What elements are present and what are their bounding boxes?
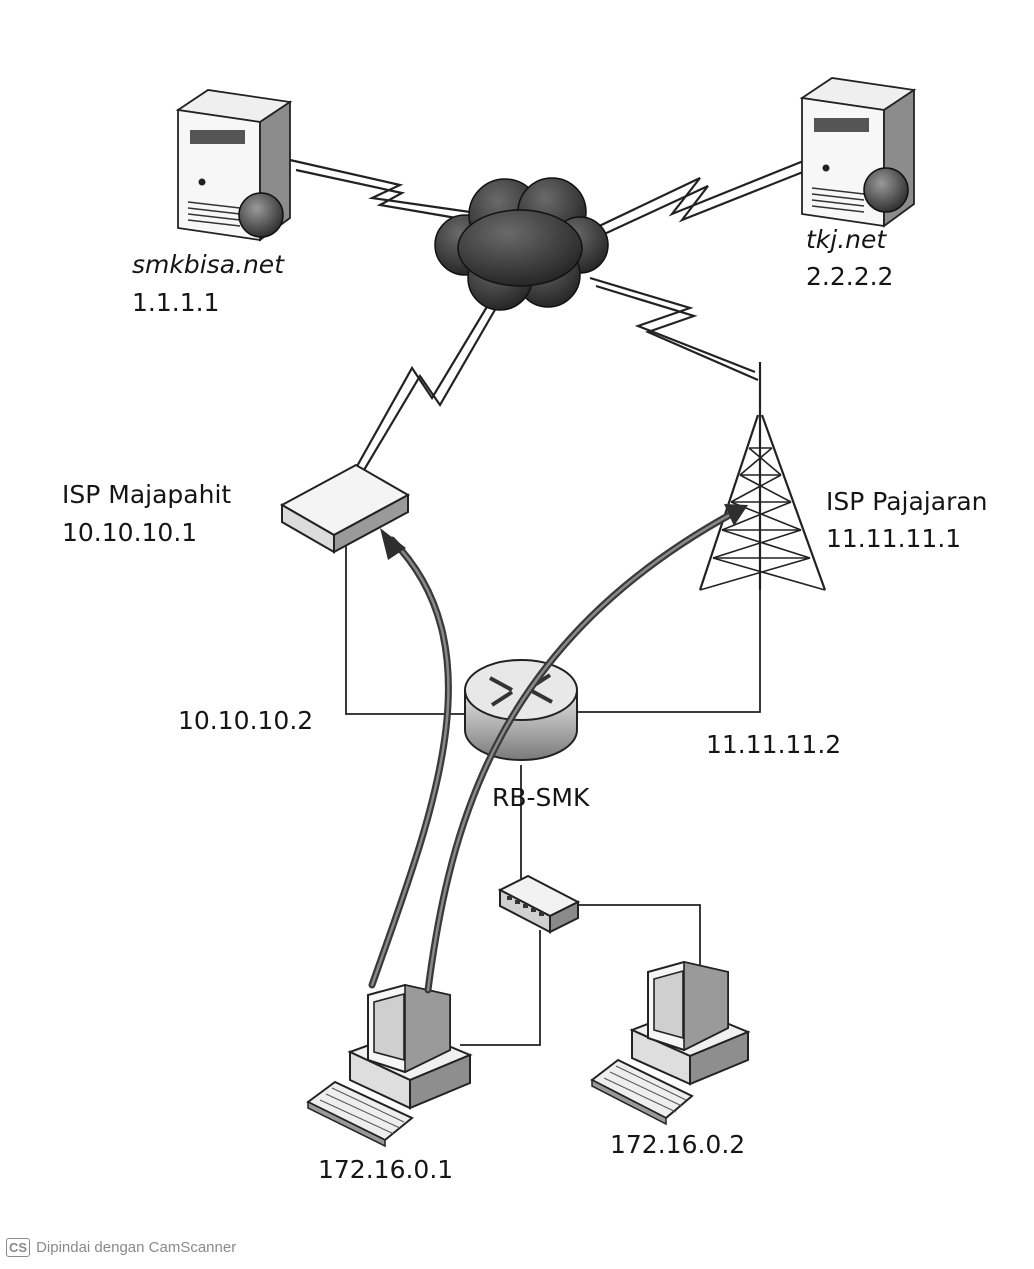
watermark-text: Dipindai dengan CamScanner [36,1239,237,1256]
wan-link-smkbisa [289,158,471,222]
scanner-watermark: CS Dipindai dengan CamScanner [6,1238,236,1257]
arrowhead-pajajaran [724,504,748,526]
wan-link-majapahit [355,304,497,471]
wan-link-pajajaran [589,276,759,382]
line-majapahit-router [345,545,470,715]
globe-icon [238,192,284,238]
server-tower-icon [175,89,293,242]
isp-majapahit-ip: 10.10.10.1 [62,518,198,547]
internet-cloud-icon [434,177,609,311]
modem-icon [279,463,411,554]
arrow-pc1-to-pajajaran [424,508,739,994]
desktop-pc-icon [306,983,473,1148]
radio-tower-icon [698,362,827,591]
line-switch-pc2 [572,904,701,975]
pc2-ip: 172.16.0.2 [610,1130,746,1159]
switch-icon [497,874,581,934]
arrowheads [380,504,748,560]
server-name-tkj: tkj.net [806,225,887,254]
server-tower-icon [799,77,917,228]
line-switch-pc1 [460,930,541,1046]
globe-icon [863,167,909,213]
wired-links [345,545,761,1046]
arrowhead-majapahit [380,528,406,560]
camscanner-logo: CS [6,1238,31,1257]
server-ip-smkbisa: 1.1.1.1 [132,288,220,317]
server-name-smkbisa: smkbisa.net [132,250,284,279]
server-ip-tkj: 2.2.2.2 [806,262,894,291]
router-icon [464,659,578,761]
isp-pajajaran-name: ISP Pajajaran [826,487,988,516]
traffic-arrows [368,508,739,994]
line-pajajaran-router [575,588,761,713]
router-ip-right: 11.11.11.2 [706,730,842,759]
isp-majapahit-name: ISP Majapahit [62,480,232,509]
router-name: RB-SMK [492,783,590,812]
isp-pajajaran-ip: 11.11.11.1 [826,524,962,553]
router-ip-left: 10.10.10.2 [178,706,314,735]
pc1-ip: 172.16.0.1 [318,1155,454,1184]
desktop-pc-icon [590,960,751,1126]
wan-link-tkj [594,158,809,237]
